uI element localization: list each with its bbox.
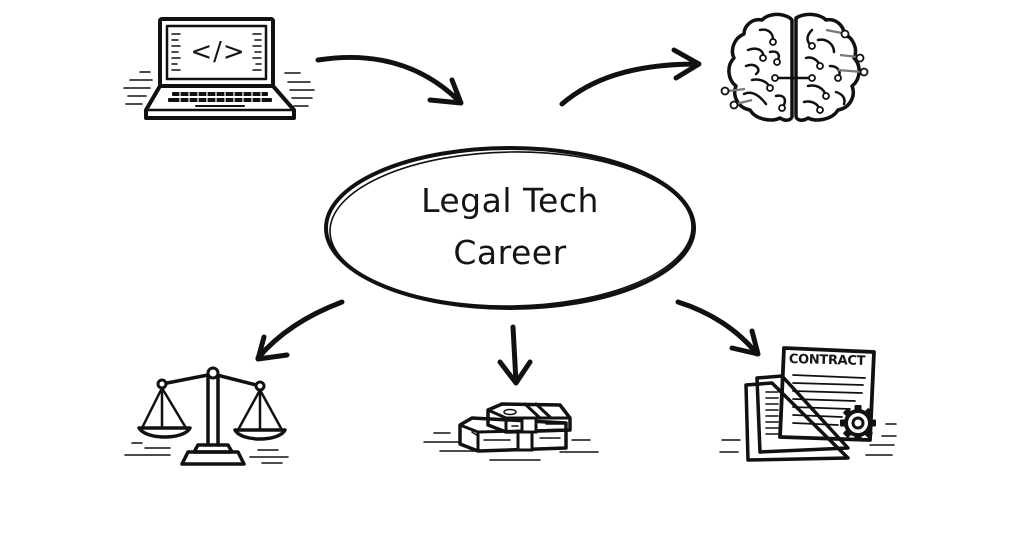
arrow-hub-to-money [497,324,533,386]
contract-title-label: CONTRACT [788,352,866,369]
code-tag-glyph: </> [190,37,246,67]
arrow-laptop-to-hub [315,54,464,106]
arrow-hub-to-contract [675,299,761,357]
hub-title-line1: Legal Tech [421,181,599,220]
arrow-hub-to-brain [559,47,702,107]
hub-title-line2: Career [453,233,567,272]
arrow-hub-to-scales [255,299,345,362]
